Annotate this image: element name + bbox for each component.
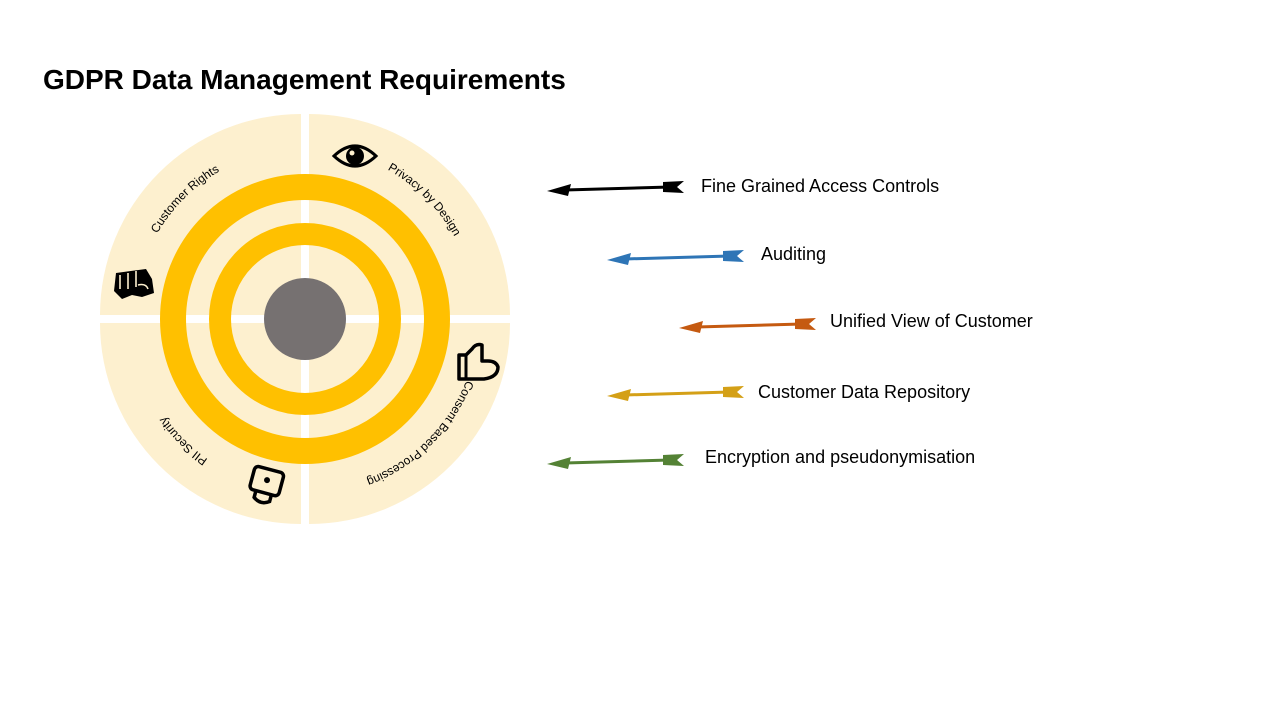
arrow-fine-grained-access-controls bbox=[547, 181, 684, 196]
arrow-auditing bbox=[607, 250, 744, 265]
lock-icon bbox=[248, 464, 286, 505]
thumbs-up-icon bbox=[457, 342, 500, 381]
page-title: GDPR Data Management Requirements bbox=[43, 64, 566, 95]
center-circle bbox=[264, 278, 346, 360]
label-unified-view-of-customer: Unified View of Customer bbox=[830, 311, 1033, 331]
label-auditing: Auditing bbox=[761, 244, 827, 264]
label-encryption-and-pseudonymisation: Encryption and pseudonymisation bbox=[705, 447, 976, 467]
arrow-unified-view-of-customer bbox=[679, 318, 816, 333]
label-customer-data-repository: Customer Data Repository bbox=[758, 382, 971, 402]
eye-icon bbox=[331, 144, 379, 168]
label-fine-grained-access-controls: Fine Grained Access Controls bbox=[701, 176, 940, 196]
fist-icon bbox=[114, 269, 154, 299]
arrow-encryption-and-pseudonymisation bbox=[547, 454, 684, 469]
quadrant-privacy-by-design bbox=[309, 114, 510, 315]
quadrant-consent-based-processing bbox=[309, 323, 510, 524]
inner-ring bbox=[209, 223, 401, 415]
outer-ring bbox=[160, 174, 450, 464]
arrow-customer-data-repository bbox=[607, 386, 744, 401]
